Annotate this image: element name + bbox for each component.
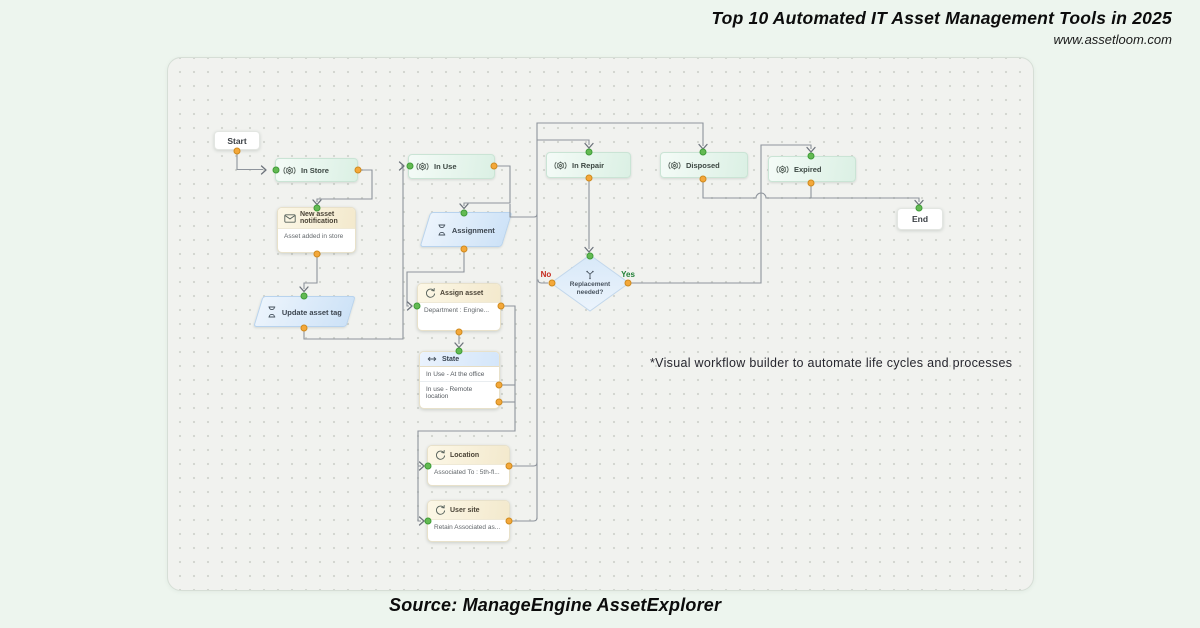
node-assign-asset[interactable]: Assign asset Department : Engine... xyxy=(417,283,501,331)
node-title: New asset notification xyxy=(300,211,338,225)
envelope-icon xyxy=(284,213,296,223)
node-replacement-needed-label: Replacement needed? xyxy=(569,280,611,296)
node-header: User site xyxy=(428,501,509,519)
gear-state-icon xyxy=(776,164,789,174)
state-row[interactable]: In use - Remote location xyxy=(420,381,499,403)
node-end[interactable]: End xyxy=(897,208,943,230)
node-end-label: End xyxy=(911,214,929,224)
hourglass-icon xyxy=(438,224,446,235)
gear-state-icon xyxy=(668,160,681,170)
node-title: Assign asset xyxy=(440,289,484,297)
node-detail: Asset added in store xyxy=(278,228,355,244)
node-user-site[interactable]: User site Retain Associated as... xyxy=(427,500,510,542)
node-detail: Retain Associated as... xyxy=(428,519,509,535)
refresh-loop-icon xyxy=(436,449,446,460)
node-title: User site xyxy=(450,506,480,514)
node-disposed[interactable]: Disposed xyxy=(660,152,748,178)
node-in-store[interactable]: In Store xyxy=(275,158,358,182)
node-assignment-label: Assignment xyxy=(452,225,495,234)
gear-state-icon xyxy=(283,165,296,175)
source-caption: Source: ManageEngine AssetExplorer xyxy=(389,595,722,615)
page-header: Top 10 Automated IT Asset Management Too… xyxy=(711,8,1172,47)
node-expired[interactable]: Expired xyxy=(768,156,856,182)
hourglass-icon xyxy=(268,306,276,317)
node-in-repair-label: In Repair xyxy=(572,160,605,170)
refresh-loop-icon xyxy=(436,504,446,515)
node-header: Assign asset xyxy=(418,284,500,302)
node-header: Location xyxy=(428,446,509,464)
node-title: Location xyxy=(450,451,480,459)
page-title: Top 10 Automated IT Asset Management Too… xyxy=(711,8,1172,28)
branch-split-icon xyxy=(586,270,594,280)
node-start-label: Start xyxy=(227,135,247,146)
website-url: www.assetloom.com xyxy=(1053,32,1172,47)
double-arrow-icon xyxy=(427,356,437,362)
node-in-store-label: In Store xyxy=(301,165,329,175)
node-detail: Associated To : 5th-fl... xyxy=(428,464,509,480)
node-location[interactable]: Location Associated To : 5th-fl... xyxy=(427,445,510,486)
node-header: State xyxy=(420,352,499,366)
refresh-loop-icon xyxy=(426,287,436,298)
node-new-asset-notification[interactable]: New asset notification Asset added in st… xyxy=(277,207,356,253)
annotation-note: *Visual workflow builder to automate lif… xyxy=(650,356,1013,370)
node-expired-label: Expired xyxy=(794,164,822,174)
gear-state-icon xyxy=(554,160,567,170)
node-title: State xyxy=(442,355,460,363)
node-assignment[interactable]: Assignment xyxy=(419,212,513,247)
node-in-use[interactable]: In Use xyxy=(408,154,495,179)
state-row[interactable]: In Use - At the office xyxy=(420,366,499,381)
node-state[interactable]: State In Use - At the office In use - Re… xyxy=(419,351,500,409)
node-disposed-label: Disposed xyxy=(686,160,720,170)
node-in-repair[interactable]: In Repair xyxy=(546,152,631,178)
node-header: New asset notification xyxy=(278,208,355,228)
node-in-use-label: In Use xyxy=(434,162,457,171)
node-detail: Department : Engine... xyxy=(418,302,500,318)
node-update-asset-tag-label: Update asset tag xyxy=(281,307,343,316)
node-update-asset-tag[interactable]: Update asset tag xyxy=(253,296,356,327)
node-start[interactable]: Start xyxy=(214,131,260,150)
node-replacement-needed[interactable]: Replacement needed? xyxy=(550,254,630,312)
gear-state-icon xyxy=(416,162,429,171)
